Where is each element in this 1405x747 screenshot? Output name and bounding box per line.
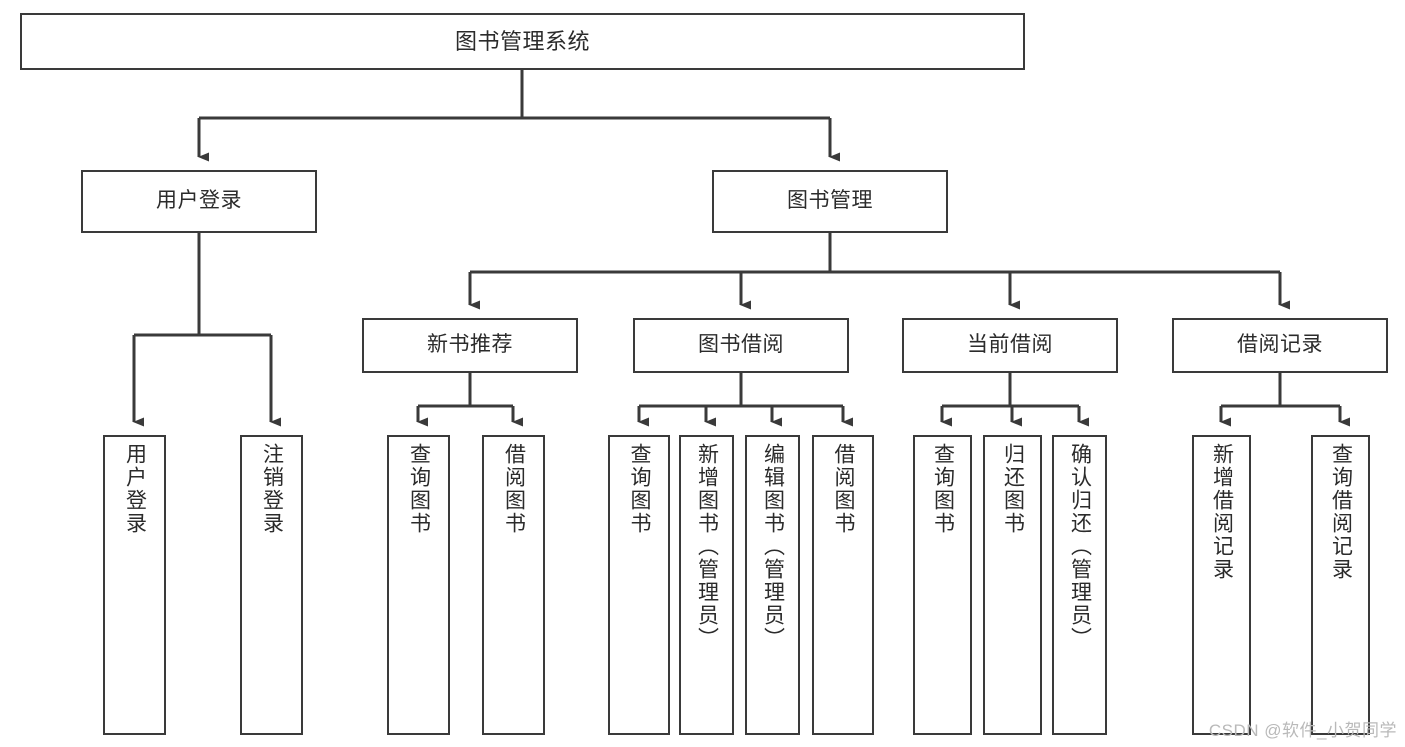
node-leaf-cur-1: 归还图书 <box>983 435 1042 735</box>
node-leaf-borrow-0: 查询图书 <box>608 435 670 735</box>
node-leaf-borrow-3: 借阅图书 <box>812 435 874 735</box>
node-label: 用户登录 <box>123 443 147 535</box>
node-label: 查询图书 <box>407 443 431 535</box>
node-label: 借阅图书 <box>502 443 526 535</box>
node-label: 当前借阅 <box>967 333 1053 357</box>
node-label: 新增图书（管理员） <box>695 443 719 650</box>
node-label: 新增借阅记录 <box>1210 443 1234 581</box>
node-label: 查询借阅记录 <box>1329 443 1353 581</box>
node-leaf-borrow-1: 新增图书（管理员） <box>679 435 734 735</box>
node-leaf-login-0: 用户登录 <box>103 435 166 735</box>
node-label: 图书管理系统 <box>454 28 590 54</box>
node-leaf-rec-1: 查询借阅记录 <box>1311 435 1370 735</box>
node-leaf-cur-2: 确认归还（管理员） <box>1052 435 1107 735</box>
node-leaf-borrow-2: 编辑图书（管理员） <box>745 435 800 735</box>
node-label: 图书管理 <box>787 189 873 213</box>
node-l2-1: 图书借阅 <box>633 318 849 373</box>
node-leaf-new-0: 查询图书 <box>387 435 450 735</box>
csdn-watermark: CSDN @软件_小贺同学 <box>1208 721 1397 740</box>
node-label: 查询图书 <box>628 443 652 535</box>
node-label: 图书借阅 <box>698 333 784 357</box>
node-leaf-new-1: 借阅图书 <box>482 435 545 735</box>
node-label: 确认归还（管理员） <box>1068 443 1092 650</box>
node-leaf-login-1: 注销登录 <box>240 435 303 735</box>
node-label: 注销登录 <box>260 443 284 535</box>
node-l2-3: 借阅记录 <box>1172 318 1388 373</box>
node-l1-0: 用户登录 <box>81 170 317 233</box>
node-label: 查询图书 <box>931 443 955 535</box>
node-leaf-rec-0: 新增借阅记录 <box>1192 435 1251 735</box>
node-label: 借阅记录 <box>1237 333 1323 357</box>
node-l1-1: 图书管理 <box>712 170 948 233</box>
node-label: 用户登录 <box>156 189 242 213</box>
node-label: 新书推荐 <box>427 333 513 357</box>
node-l2-0: 新书推荐 <box>362 318 578 373</box>
node-label: 借阅图书 <box>832 443 856 535</box>
node-l2-2: 当前借阅 <box>902 318 1118 373</box>
node-leaf-cur-0: 查询图书 <box>913 435 972 735</box>
node-label: 编辑图书（管理员） <box>761 443 785 650</box>
node-label: 归还图书 <box>1001 443 1025 535</box>
node-root: 图书管理系统 <box>20 13 1025 70</box>
